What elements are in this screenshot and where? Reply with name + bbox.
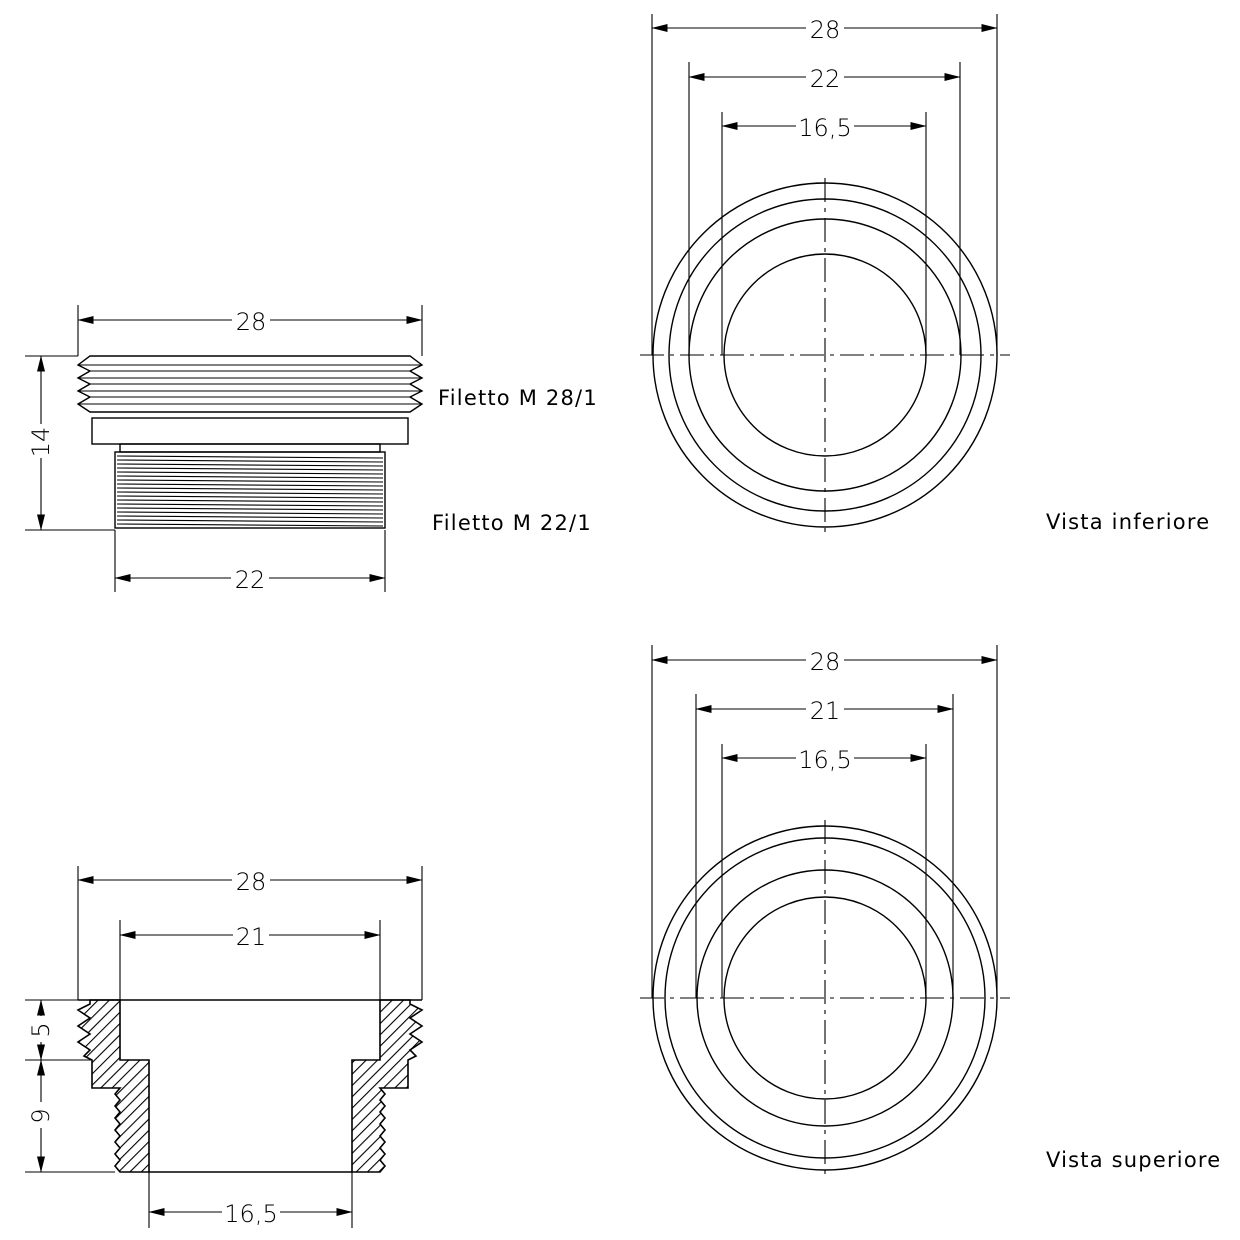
dim-bottom-inner: 16,5 bbox=[798, 114, 851, 142]
label-thread-lower: Filetto M 22/1 bbox=[432, 511, 592, 535]
dim-section-height-lower: 9 bbox=[27, 1108, 55, 1123]
dim-top-inner: 16,5 bbox=[798, 746, 851, 774]
dim-section-bore-bottom: 16,5 bbox=[224, 1200, 277, 1228]
lower-thread-lines bbox=[116, 455, 384, 527]
dim-width-bottom: 22 bbox=[235, 566, 266, 594]
collar bbox=[91, 417, 409, 445]
lower-thread-body bbox=[114, 451, 386, 529]
dim-section-outer: 28 bbox=[236, 868, 267, 896]
dim-bottom-mid: 22 bbox=[810, 65, 841, 93]
dim-width-top: 28 bbox=[236, 308, 267, 336]
section-wall-right bbox=[351, 999, 424, 1173]
dim-height: 14 bbox=[27, 427, 55, 458]
label-thread-upper: Filetto M 28/1 bbox=[438, 386, 598, 410]
bottom-view: 28 22 16,5 bbox=[640, 14, 1010, 536]
side-view: 28 22 14 bbox=[25, 305, 424, 594]
section-view: 28 21 16,5 5 9 bbox=[25, 866, 424, 1228]
section-wall-left bbox=[76, 999, 150, 1173]
dim-top-mid: 21 bbox=[810, 697, 841, 725]
top-view: 28 21 16,5 bbox=[640, 645, 1010, 1178]
dim-bottom-outer: 28 bbox=[810, 16, 841, 44]
dim-top-outer: 28 bbox=[810, 648, 841, 676]
label-view-top: Vista superiore bbox=[1046, 1148, 1221, 1172]
upper-thread-lines bbox=[78, 364, 422, 405]
label-view-bottom: Vista inferiore bbox=[1046, 510, 1210, 534]
dim-section-height-upper: 5 bbox=[27, 1022, 55, 1037]
dim-section-bore-top: 21 bbox=[236, 923, 267, 951]
